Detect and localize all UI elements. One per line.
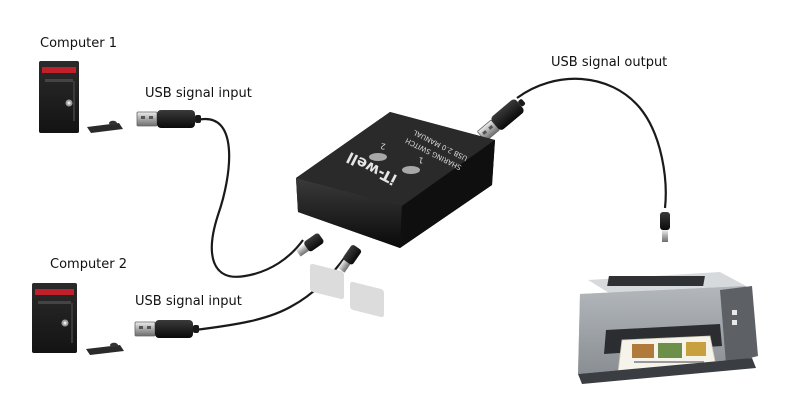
device-led-2-label: 2 [380, 141, 387, 151]
keyboard-mouse [86, 342, 124, 355]
usb-b-port-1 [310, 263, 344, 300]
computer-1-label: Computer 1 [40, 36, 118, 51]
printer-icon [578, 272, 758, 384]
usb-sharing-switch-icon: 1 2 USB 2.0 MANUAL SHARING SWITCH iT-wel… [296, 112, 495, 318]
led-indicator-1 [369, 153, 387, 161]
desktop-tower-icon [39, 61, 79, 133]
keyboard-mouse [87, 120, 123, 133]
usb-b-port-2 [350, 281, 384, 318]
usb-b-plug-input-2 [338, 245, 362, 273]
usb-input-2-label: USB signal input [135, 294, 242, 309]
computer-2-label: Computer 2 [50, 257, 128, 272]
usb-a-plug-icon [477, 99, 526, 142]
usb-b-plug-output [660, 212, 670, 242]
usb-a-plug-icon [136, 110, 201, 128]
computer-2 [32, 283, 124, 355]
usb-a-plug-icon [134, 320, 199, 338]
cable-output [516, 77, 667, 209]
usb-input-1-label: USB signal input [145, 86, 252, 101]
usb-output-label: USB signal output [551, 55, 668, 70]
usb-b-plug-input-1 [296, 233, 324, 257]
device-led-1-label: 1 [418, 155, 425, 165]
desktop-tower-icon [32, 283, 77, 353]
led-indicator-2 [402, 166, 420, 174]
cable-input-1 [196, 117, 304, 278]
computer-1 [39, 61, 123, 133]
